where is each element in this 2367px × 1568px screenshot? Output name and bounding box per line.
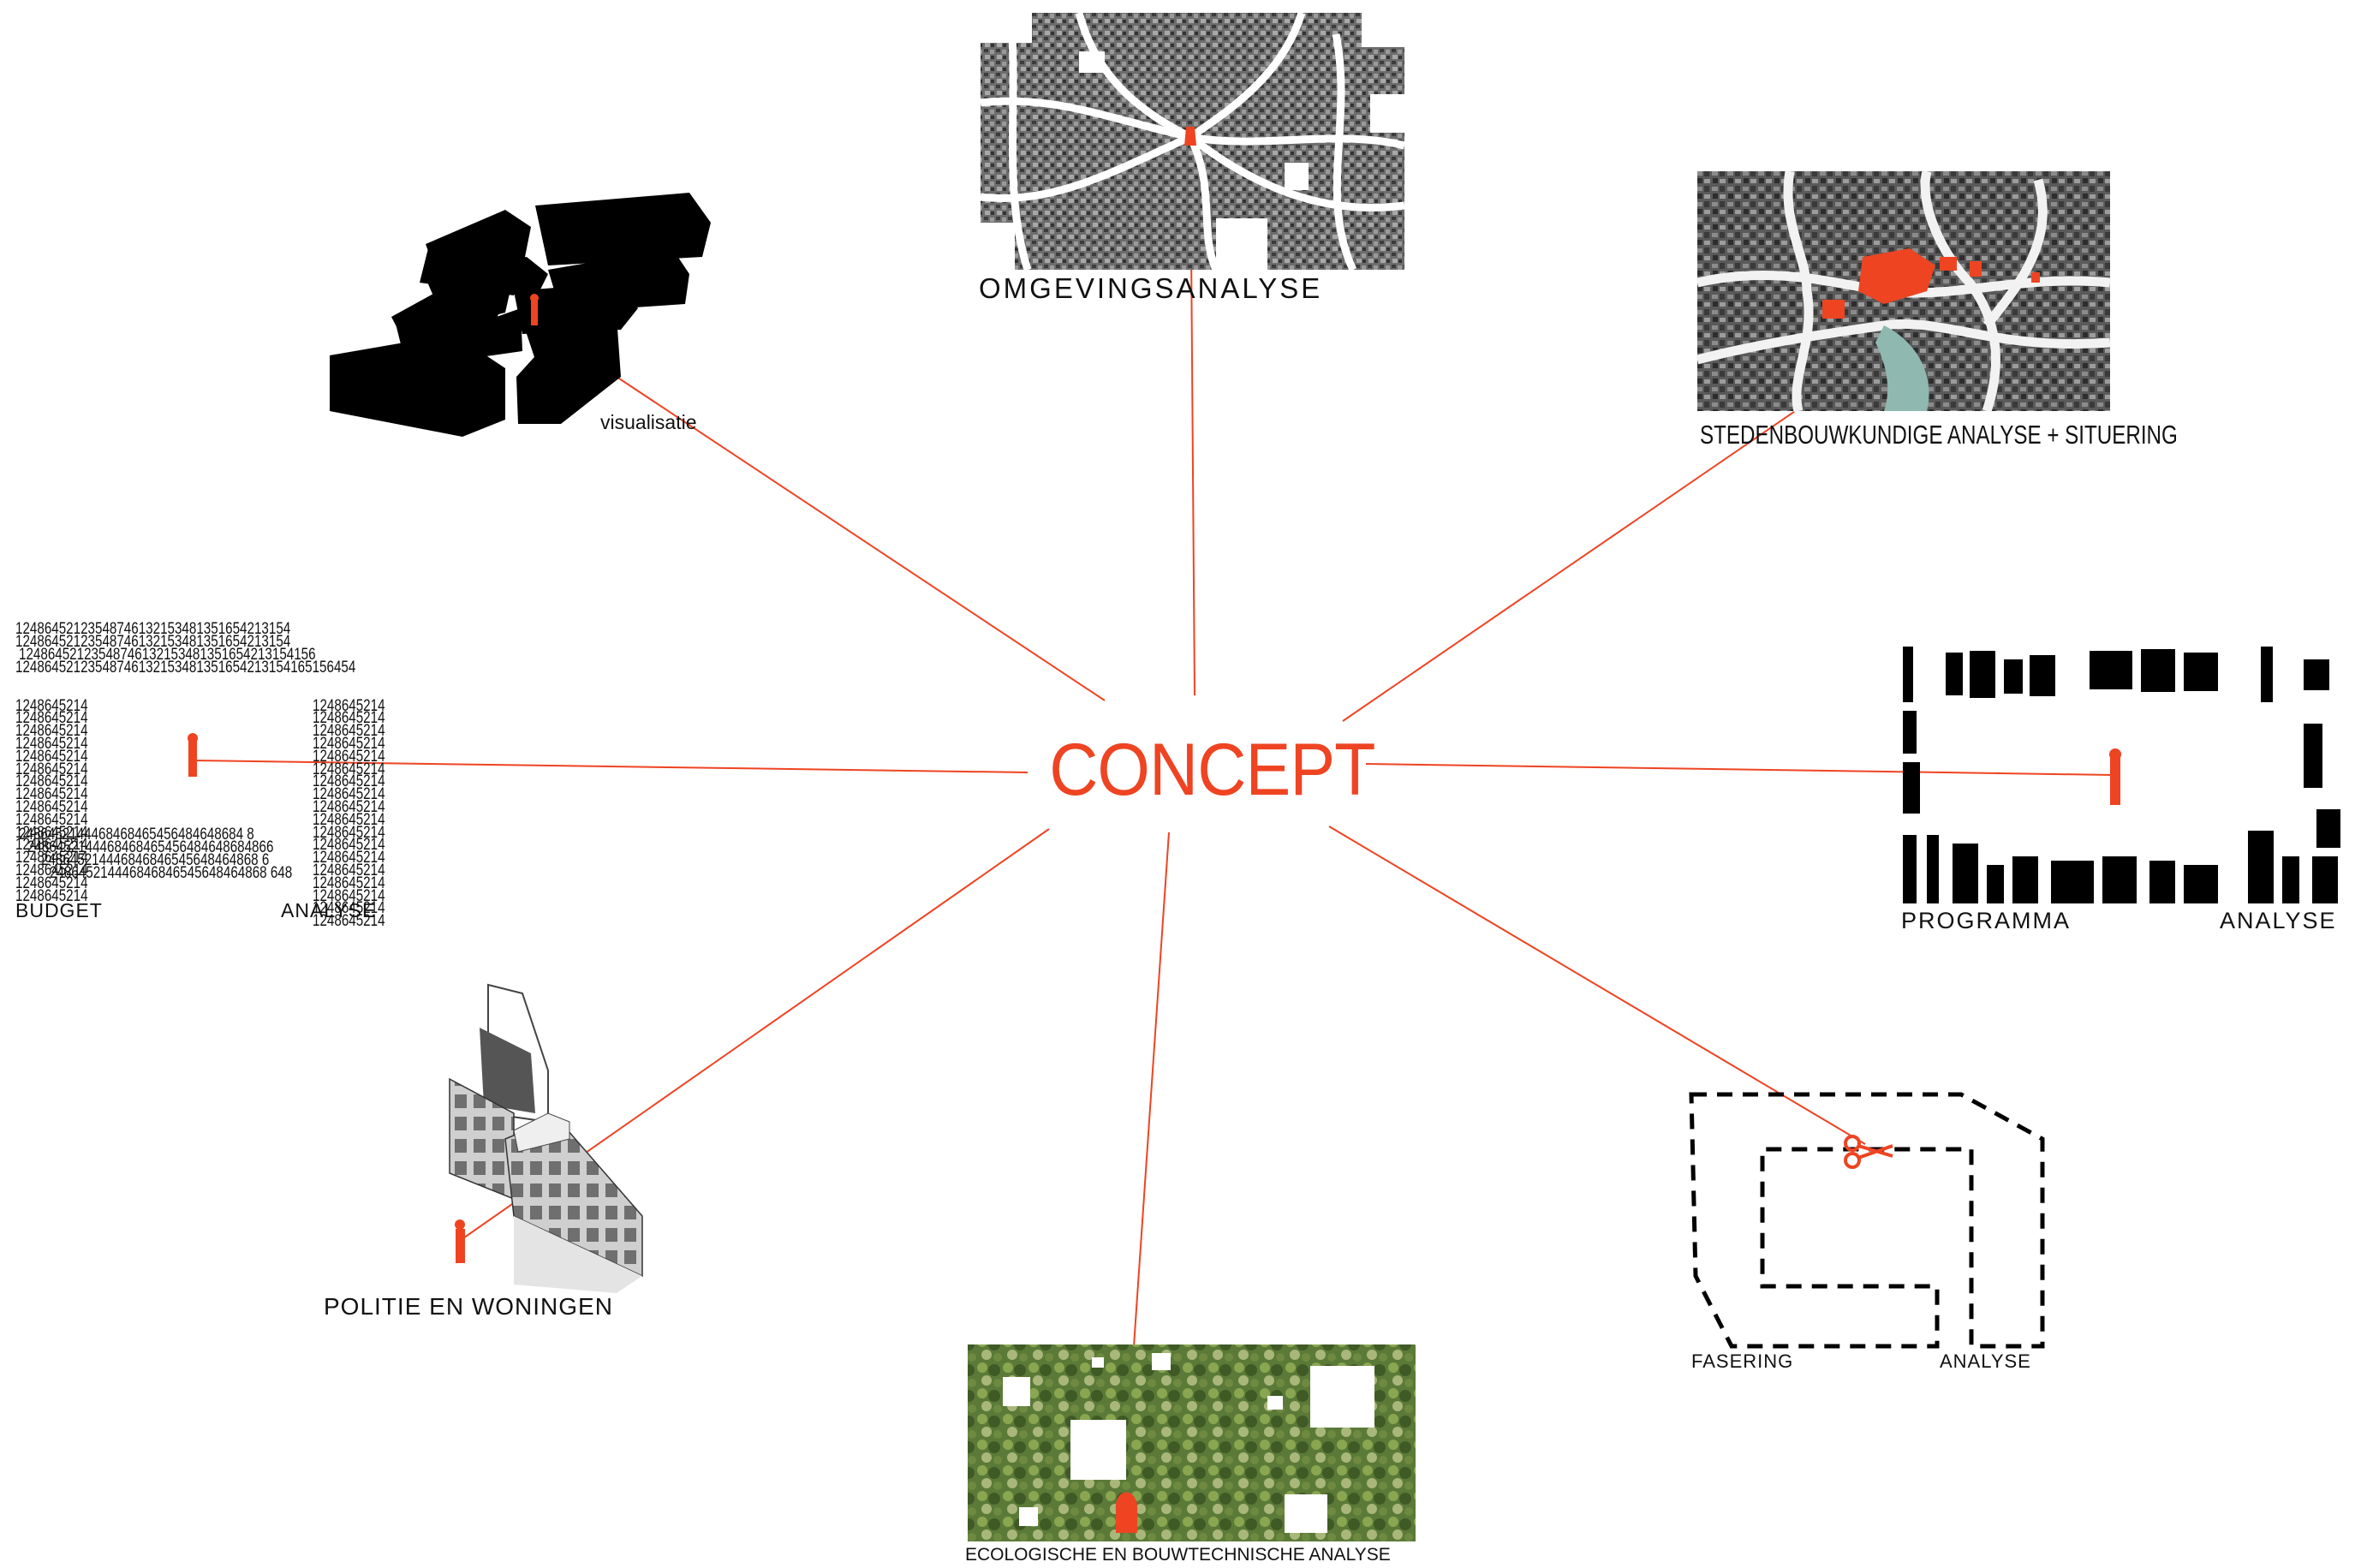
line-visualisatie — [532, 320, 1106, 701]
budget-label: BUDGET — [15, 899, 103, 921]
visualisatie-volumes — [330, 193, 711, 437]
programma-analyse-label: ANALYSE — [2220, 908, 2337, 933]
budget-row-6: 2486452144468468465456484648684866 — [27, 838, 274, 856]
budget-row-4: 1248645212354874613215348135165421315416… — [15, 659, 356, 677]
budget-row-5: 2486452144468468465456484648684 8 — [19, 826, 254, 844]
stedenbouw-label: STEDENBOUWKUNDIGE ANALYSE + SITUERING — [1700, 420, 2178, 450]
ecologisch-label: ECOLOGISCHE EN BOUWTECHNISCHE ANALYSE — [965, 1545, 1391, 1565]
politie-label: POLITIE EN WONINGEN — [324, 1293, 613, 1320]
budget-row-7: 248645214446846846545648464868 6 — [41, 851, 270, 869]
visualisatie-label: visualisatie — [600, 411, 697, 433]
ecologisch-photo — [968, 1344, 1416, 1541]
budget-row-3: 1248645212354874613215348135165421315415… — [19, 646, 316, 664]
programma-silhouettes — [1903, 647, 2340, 903]
fasering-label: FASERING — [1691, 1350, 1794, 1372]
omgeving-map — [980, 11, 1406, 271]
budget-row-8: 248645214446846846545648464868 648 — [50, 864, 293, 882]
budget-figure — [188, 733, 198, 777]
budget-row-2: 12486452123548746132153481351654213154 — [15, 633, 291, 651]
politie-building — [449, 983, 643, 1293]
fasering-plan — [1689, 1092, 2045, 1349]
concept-label: CONCEPT — [1049, 729, 1375, 811]
line-fasering — [1328, 826, 1866, 1145]
programma-label: PROGRAMMA — [1901, 908, 2072, 933]
line-budget — [192, 760, 1028, 773]
fasering-analyse-label: ANALYSE — [1940, 1350, 2031, 1372]
budget-analyse-label: ANALYSE — [281, 899, 377, 921]
budget-row-1: 12486452123548746132153481351654213154 — [15, 620, 291, 638]
omgeving-label: OMGEVINGSANALYSE — [979, 272, 1323, 304]
line-programma — [1365, 763, 2114, 776]
scissors-icon — [1844, 1135, 1893, 1169]
line-stedenbouw — [1342, 385, 1833, 722]
stedenbouw-aerial — [1696, 170, 2111, 413]
